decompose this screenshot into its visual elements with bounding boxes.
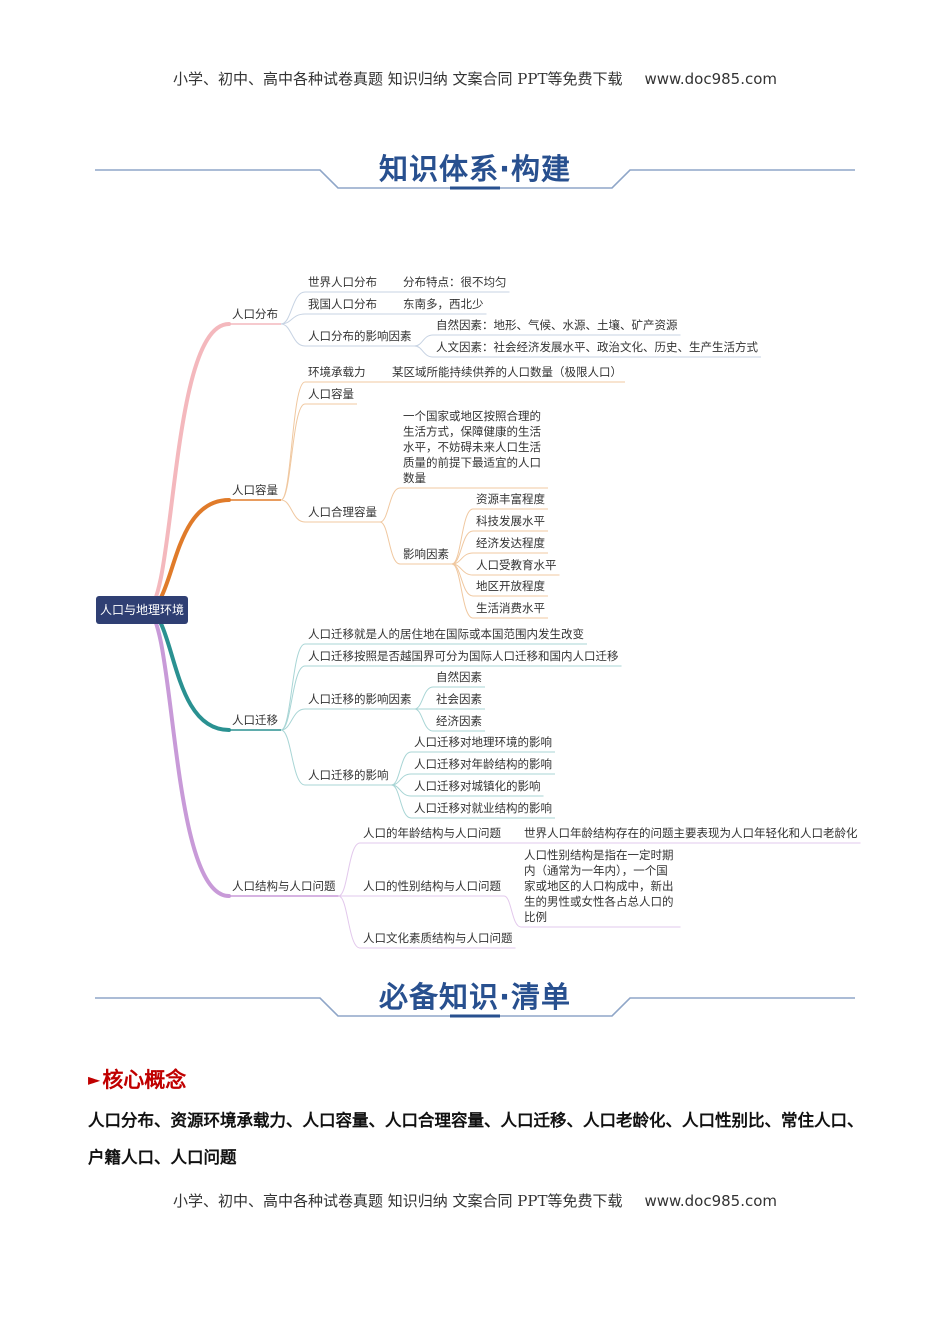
definition-text-line: 水平，不妨碍未来人口生活 — [403, 440, 541, 454]
level2-node: 人口迁移就是人的居住地在国际或本国范围内发生改变 — [308, 627, 584, 641]
connector-line — [280, 708, 306, 731]
connector-line — [503, 895, 522, 928]
level3-node: 东南多，西北少 — [403, 297, 484, 311]
level2-node: 人口迁移的影响因素 — [308, 692, 412, 706]
connector-line — [414, 686, 434, 710]
definition-text-line: 数量 — [403, 471, 426, 485]
level4-node: 地区开放程度 — [476, 579, 545, 593]
connector-line — [391, 784, 412, 819]
definition-text-line: 内（通常为一年内），一个国 — [524, 864, 668, 878]
connector-line — [391, 773, 412, 786]
level3-node: 影响因素 — [403, 547, 449, 561]
banner-title: 知识体系·构建 — [378, 152, 572, 186]
banner-knowledge-system: 知识体系·构建 — [95, 142, 855, 198]
connector-line — [280, 729, 306, 786]
definition-text-line: 家或地区的人口构成中，新出 — [524, 879, 674, 893]
connector-line — [451, 530, 474, 565]
connector-line — [451, 508, 474, 565]
branch-1: 人口容量 — [232, 483, 278, 497]
definition-text-line: 生的男性或女性各占总人口的 — [524, 895, 674, 909]
definition-text-line: 生活方式，保障健康的生活 — [403, 425, 541, 439]
connector-line — [414, 708, 434, 732]
connector-line — [338, 842, 361, 897]
connector-line — [414, 334, 434, 347]
level3-node: 自然因素：地形、气候、水源、土壤、矿产资源 — [436, 318, 678, 332]
level3-node: 人口迁移对地理环境的影响 — [414, 735, 552, 749]
connector-line — [280, 313, 306, 325]
level2-node: 人口的性别结构与人口问题 — [363, 879, 501, 893]
level2-node: 人口迁移的影响 — [308, 768, 389, 782]
root-node — [96, 596, 188, 624]
connector-line — [379, 521, 401, 565]
banner-essential-knowledge: 必备知识·清单 — [95, 970, 855, 1026]
connector-line — [338, 895, 361, 949]
connector-line — [451, 552, 474, 565]
level4-node: 人口受教育水平 — [476, 558, 557, 572]
level2-node: 人口容量 — [308, 387, 354, 401]
branch-connector — [144, 608, 231, 898]
level4-node: 生活消费水平 — [476, 601, 545, 615]
root-label: 人口与地理环境 — [100, 602, 184, 617]
connector-line — [451, 563, 474, 619]
connector-line — [280, 291, 306, 325]
mind-map-connectors — [144, 291, 861, 949]
triangle-marker-icon: ► — [88, 1070, 101, 1089]
page-footer: 小学、初中、高中各种试卷真题 知识归纳 文案合同 PPT等免费下载 www.doc… — [0, 1190, 950, 1211]
branch-3: 人口结构与人口问题 — [232, 879, 336, 893]
level3-node: 人口迁移对城镇化的影响 — [414, 779, 541, 793]
branch-2: 人口迁移 — [232, 713, 278, 727]
connector-line — [379, 487, 401, 523]
banner-decoration — [95, 997, 855, 1018]
level3-node: 人口迁移对年龄结构的影响 — [414, 757, 552, 771]
connector-line — [280, 403, 306, 501]
definition-text-line: 人口性别结构是指在一定时期 — [524, 848, 674, 862]
level3-node: 分布特点：很不均匀 — [403, 275, 507, 289]
connector-line — [280, 665, 306, 731]
header-site: www.doc985.com — [644, 70, 778, 88]
level3-node: 人口迁移对就业结构的影响 — [414, 801, 552, 815]
level2-node: 人口分布的影响因素 — [308, 329, 412, 343]
level2-node: 人口文化素质结构与人口问题 — [363, 931, 513, 945]
connector-line — [280, 323, 306, 347]
level4-node: 资源丰富程度 — [476, 492, 545, 506]
connector-line — [414, 345, 434, 358]
level2-node: 世界人口分布 — [308, 275, 377, 289]
connector-line — [280, 643, 306, 731]
level3-node: 经济因素 — [436, 714, 482, 728]
level3-node: 某区域所能持续供养的人口数量（极限人口） — [392, 365, 622, 379]
level3-node: 世界人口年龄结构存在的问题主要表现为人口年轻化和人口老龄化 — [524, 826, 858, 840]
banner-decoration — [95, 169, 855, 190]
footer-site: www.doc985.com — [644, 1192, 778, 1210]
level2-node: 环境承载力 — [308, 365, 366, 379]
connector-line — [391, 751, 412, 786]
level3-node: 社会因素 — [436, 692, 482, 706]
connector-line — [280, 499, 306, 523]
core-concepts-heading: 核心概念 — [102, 1068, 187, 1092]
level4-node: 经济发达程度 — [476, 536, 545, 550]
definition-text-line: 一个国家或地区按照合理的 — [403, 409, 541, 423]
connector-line — [451, 563, 474, 597]
branch-0: 人口分布 — [232, 307, 278, 321]
level3-node: 自然因素 — [436, 670, 482, 684]
level2-node: 人口的年龄结构与人口问题 — [363, 826, 501, 840]
core-concepts-title: ►核心概念 — [88, 1064, 186, 1094]
level2-node: 人口合理容量 — [308, 505, 377, 519]
core-concepts-text: 人口分布、资源环境承载力、人口容量、人口合理容量、人口迁移、人口老龄化、人口性别… — [88, 1111, 864, 1167]
level2-node: 我国人口分布 — [308, 297, 377, 311]
level2-node: 人口迁移按照是否越国界可分为国际人口迁移和国内人口迁移 — [308, 649, 619, 663]
definition-text-line: 比例 — [524, 910, 547, 924]
level3-node: 人文因素：社会经济发展水平、政治文化、历史、生产生活方式 — [436, 340, 758, 354]
header-text: 小学、初中、高中各种试卷真题 知识归纳 文案合同 PPT等免费下载 — [172, 70, 623, 88]
definition-text-line: 质量的前提下最适宜的人口 — [403, 456, 541, 470]
branch-connector — [144, 322, 231, 612]
page-header: 小学、初中、高中各种试卷真题 知识归纳 文案合同 PPT等免费下载 www.doc… — [0, 68, 950, 89]
connector-line — [280, 381, 306, 501]
level4-node: 科技发展水平 — [476, 514, 545, 528]
footer-text: 小学、初中、高中各种试卷真题 知识归纳 文案合同 PPT等免费下载 — [172, 1192, 623, 1210]
banner-title: 必备知识·清单 — [378, 980, 572, 1014]
